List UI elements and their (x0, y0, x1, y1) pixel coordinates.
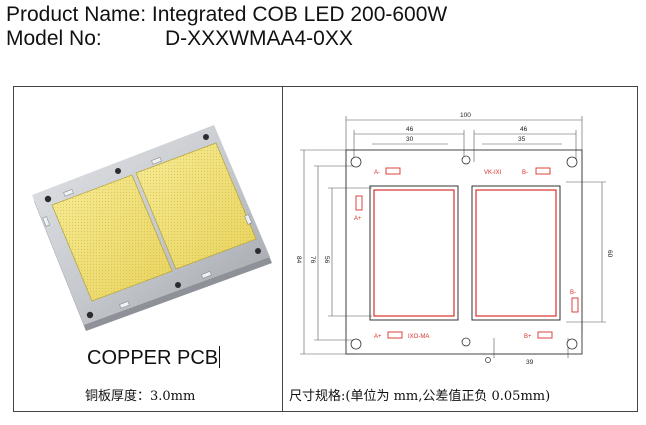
dimension-labels: 100 46 46 30 35 39 84 76 56 60 (295, 112, 613, 366)
svg-text:84: 84 (295, 256, 302, 264)
led-region-left (369, 185, 459, 321)
svg-text:B-: B- (522, 170, 528, 176)
svg-text:56: 56 (323, 256, 330, 264)
pad-labels: A- VK-IXI B- A+ B- A+ IXO-MA B+ (354, 170, 576, 340)
led-region-right (471, 185, 561, 321)
model-number-label: Model No: (6, 27, 102, 50)
center-hole (485, 357, 491, 363)
product-name-line: Product Name: Integrated COB LED 200-600… (6, 3, 447, 27)
svg-text:A+: A+ (354, 216, 362, 222)
svg-text:35: 35 (518, 136, 526, 143)
svg-text:30: 30 (406, 136, 414, 143)
svg-text:B-: B- (570, 290, 576, 296)
svg-text:B+: B+ (524, 334, 532, 340)
product-frame (13, 86, 638, 412)
board-outline (345, 149, 583, 355)
spec-caption: 尺寸规格:(单位为 mm,公差值正负 0.05mm) (289, 389, 551, 404)
svg-text:VK-IXI: VK-IXI (484, 170, 502, 176)
svg-text:IXO-MA: IXO-MA (408, 334, 429, 340)
svg-text:A+: A+ (374, 334, 382, 340)
svg-text:39: 39 (526, 359, 534, 366)
svg-text:60: 60 (606, 250, 613, 258)
svg-text:46: 46 (520, 126, 528, 133)
mounting-holes (44, 134, 261, 319)
solder-pads (42, 157, 252, 309)
dimension-drawing: 100 46 46 30 35 39 84 76 56 60 A (295, 112, 613, 366)
svg-text:76: 76 (309, 256, 316, 264)
model-number-value: D-XXXWMAA4-0XX (165, 27, 353, 50)
led-array-left (51, 174, 173, 302)
svg-text:46: 46 (406, 126, 414, 133)
led-array-right (135, 142, 257, 270)
product-name-label: Product Name: (6, 3, 147, 26)
model-number-line: Model No: D-XXXWMAA4-0XX (6, 27, 353, 51)
cob-led-photo (32, 125, 272, 331)
product-name-value: Integrated COB LED 200-600W (151, 3, 448, 26)
svg-text:100: 100 (460, 112, 471, 119)
thickness-caption: 铜板厚度：3.0mm (85, 389, 196, 404)
drawing-pads (355, 167, 579, 339)
copper-pcb-label: COPPER PCB (87, 346, 221, 369)
drawing-mounting-holes (350, 155, 578, 350)
frame-divider (282, 86, 283, 412)
svg-text:A-: A- (374, 170, 380, 176)
